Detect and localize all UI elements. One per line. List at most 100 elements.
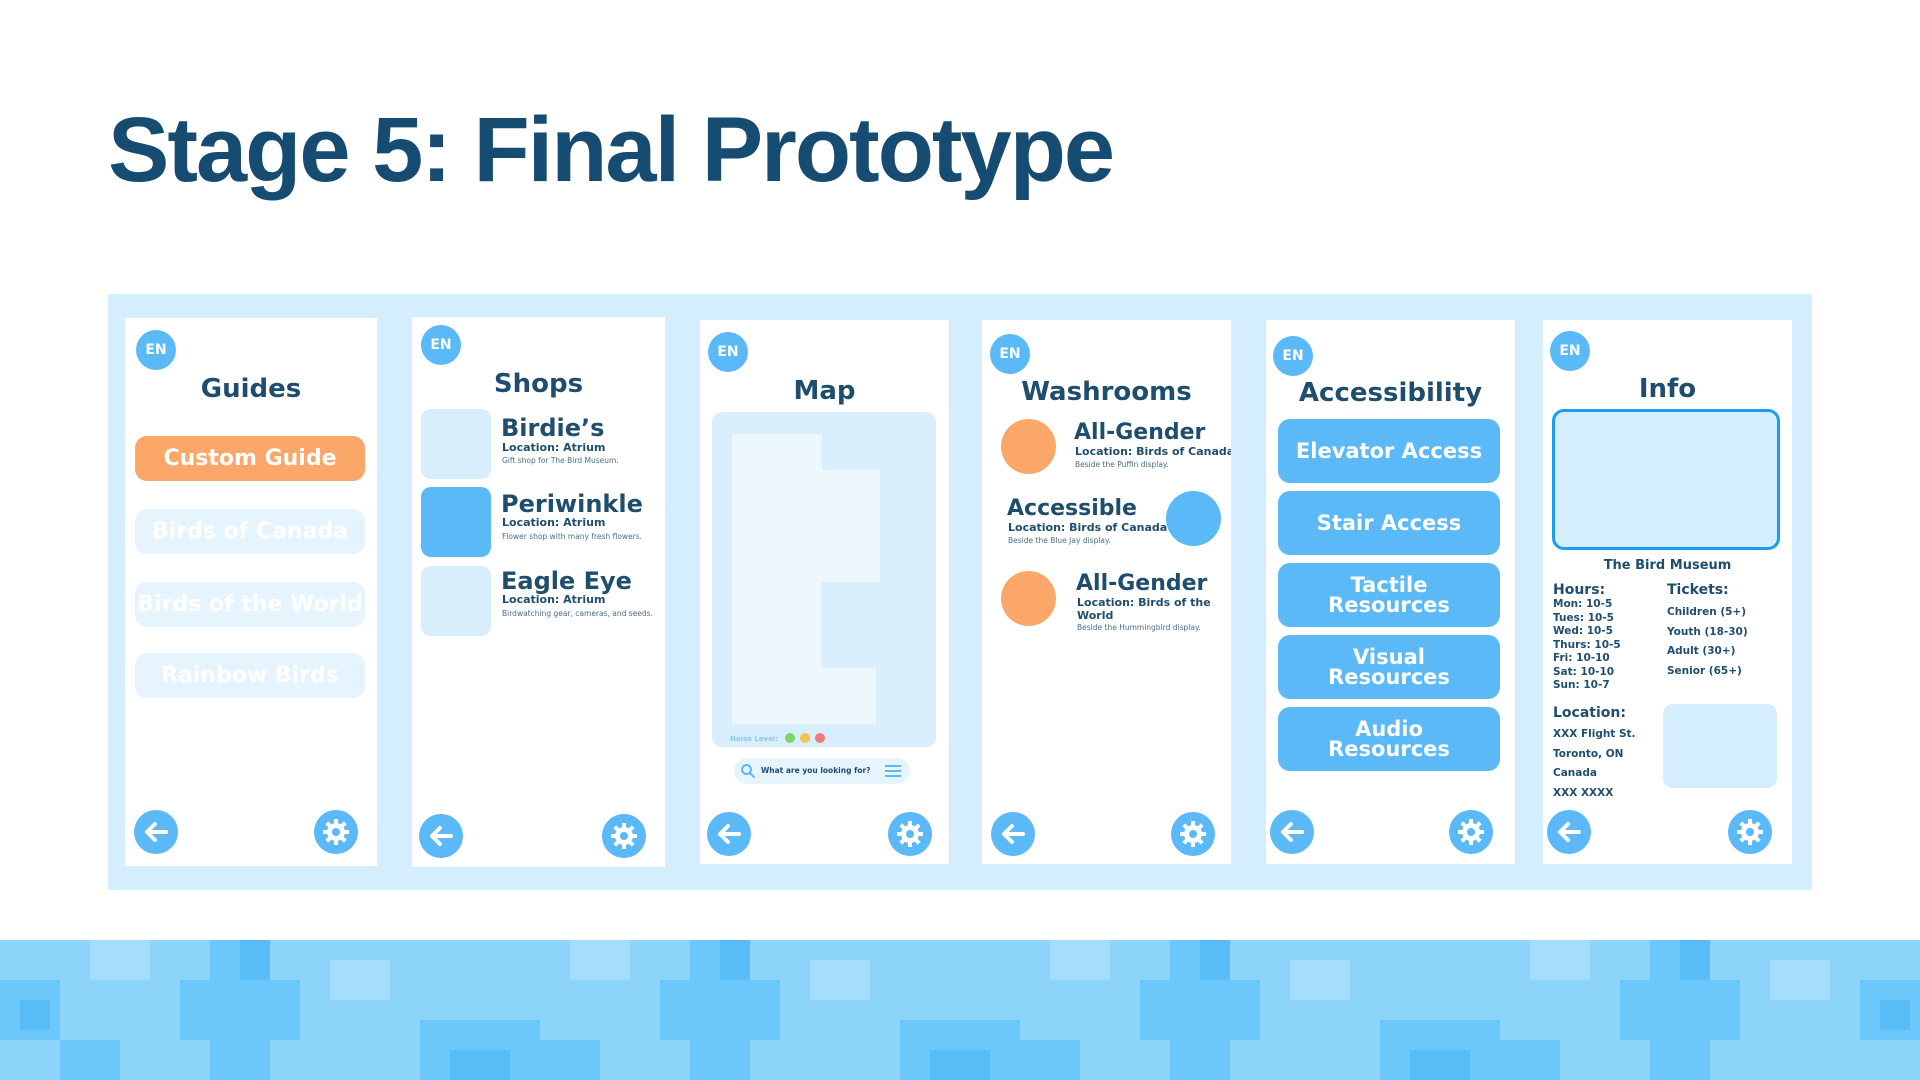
arrow-left-icon [718, 824, 741, 844]
settings-button[interactable] [888, 812, 932, 856]
screen-title: Accessibility [1298, 378, 1483, 408]
tickets-list: Children (5+) Youth (18-30) Adult (30+) … [1667, 603, 1748, 681]
map-room [820, 470, 880, 582]
washroom-description: Beside the Puffin display. [1075, 460, 1169, 469]
search-bar[interactable]: What are you looking for? [734, 758, 910, 784]
button-label: Resources [1328, 665, 1450, 689]
guide-birds-of-canada-button[interactable]: Birds of Canada [135, 509, 365, 554]
hours-row: Fri: 10-10 [1553, 652, 1610, 664]
elevator-access-button[interactable]: Elevator Access [1278, 419, 1500, 483]
shop-description: Birdwatching gear, cameras, and seeds. [502, 609, 653, 618]
guide-birds-of-world-button[interactable]: Birds of the World [135, 582, 365, 627]
settings-button[interactable] [602, 814, 646, 858]
language-button[interactable]: EN [1273, 336, 1313, 376]
arrow-left-icon [145, 822, 168, 842]
location-map-thumbnail[interactable] [1663, 704, 1777, 788]
back-button[interactable] [1547, 810, 1591, 854]
language-button[interactable]: EN [1550, 331, 1590, 371]
address-line: Canada [1553, 767, 1597, 779]
back-button[interactable] [134, 810, 178, 854]
language-button[interactable]: EN [708, 332, 748, 372]
decorative-pattern-footer [0, 940, 1920, 1080]
washroom-location: Location: Birds of Canada [1008, 521, 1168, 534]
audio-resources-button[interactable]: Audio Resources [1278, 707, 1500, 771]
shop-location: Location: Atrium [502, 441, 606, 454]
washroom-marker [1001, 419, 1056, 474]
hours-row: Mon: 10-5 [1553, 598, 1613, 610]
washroom-name[interactable]: All-Gender [1076, 571, 1208, 596]
shop-description: Flower shop with many fresh flowers. [502, 532, 643, 541]
ticket-row: Children (5+) [1667, 606, 1747, 618]
language-button[interactable]: EN [421, 325, 461, 365]
arrow-left-icon [1281, 822, 1304, 842]
map-view[interactable]: Noise Level: [712, 412, 936, 747]
screen-title: Guides [200, 374, 302, 404]
ticket-row: Youth (18-30) [1667, 625, 1748, 638]
button-label: Tactile [1350, 573, 1428, 597]
washroom-location: World [1077, 609, 1114, 622]
stair-access-button[interactable]: Stair Access [1278, 491, 1500, 555]
washroom-description: Beside the Hummingbird display. [1077, 623, 1201, 632]
noise-dot-red [815, 733, 825, 743]
guide-custom-button[interactable]: Custom Guide [135, 436, 365, 481]
shop-name[interactable]: Eagle Eye [501, 567, 632, 595]
language-button[interactable]: EN [990, 334, 1030, 374]
language-button[interactable]: EN [136, 330, 176, 370]
ticket-row: Adult (30+) [1667, 645, 1736, 657]
settings-button[interactable] [1171, 812, 1215, 856]
gear-icon [611, 823, 637, 849]
museum-image [1552, 409, 1780, 550]
washroom-name[interactable]: All-Gender [1074, 420, 1206, 445]
button-label: Audio [1355, 717, 1423, 741]
visual-resources-button[interactable]: Visual Resources [1278, 635, 1500, 699]
screen-accessibility: EN Accessibility Elevator Access Stair A… [1266, 320, 1515, 864]
screen-shops: EN Shops Birdie’s Location: Atrium Gift … [412, 317, 665, 867]
washroom-location: Location: Birds of the [1077, 596, 1211, 609]
shop-thumbnail [421, 409, 491, 479]
screen-map: EN Map Noise Level: What are you looking… [700, 320, 949, 864]
settings-button[interactable] [314, 810, 358, 854]
noise-level-label: Noise Level: [730, 735, 779, 743]
settings-button[interactable] [1728, 810, 1772, 854]
hours-row: Sun: 10-7 [1553, 679, 1610, 691]
hours-row: Wed: 10-5 [1553, 625, 1613, 637]
button-label: Elevator Access [1295, 439, 1483, 463]
shop-location: Location: Atrium [502, 593, 606, 606]
back-button[interactable] [419, 814, 463, 858]
washroom-name[interactable]: Accessible [1007, 496, 1137, 521]
museum-name: The Bird Museum [1603, 558, 1732, 573]
button-label: Resources [1328, 593, 1450, 617]
button-label: Resources [1328, 737, 1450, 761]
back-button[interactable] [707, 812, 751, 856]
menu-icon[interactable] [884, 764, 902, 778]
map-room [732, 434, 822, 724]
shop-thumbnail [421, 487, 491, 557]
shop-location: Location: Atrium [502, 516, 606, 529]
prototype-panel: EN Guides Custom Guide Birds of Canada B… [108, 294, 1812, 890]
gear-icon [323, 819, 349, 845]
back-button[interactable] [1270, 810, 1314, 854]
gear-icon [1737, 819, 1763, 845]
screen-info: EN Info The Bird Museum Hours: Mon: 10-5… [1543, 320, 1792, 864]
shop-name[interactable]: Periwinkle [501, 490, 643, 518]
shop-thumbnail [421, 566, 491, 636]
guide-rainbow-birds-button[interactable]: Rainbow Birds [135, 653, 365, 698]
screen-title: Shops [493, 369, 584, 399]
screen-title: Washrooms [1021, 377, 1192, 407]
address-line: XXX Flight St. [1553, 728, 1636, 740]
back-button[interactable] [991, 812, 1035, 856]
map-room [820, 668, 876, 724]
gear-icon [897, 821, 923, 847]
hours-heading: Hours: [1553, 582, 1606, 598]
settings-button[interactable] [1449, 810, 1493, 854]
location-heading: Location: [1553, 705, 1626, 721]
screen-washrooms: EN Washrooms All-Gender Location: Birds … [982, 320, 1231, 864]
hours-row: Sat: 10-10 [1553, 665, 1615, 678]
arrow-left-icon [1558, 822, 1581, 842]
shop-name[interactable]: Birdie’s [501, 414, 605, 442]
shop-description: Gift shop for The Bird Museum. [502, 456, 619, 465]
washroom-location: Location: Birds of Canada [1075, 445, 1231, 458]
pixel-cross-pattern [0, 940, 1920, 1080]
address-line: XXX XXXX [1553, 786, 1614, 799]
tactile-resources-button[interactable]: Tactile Resources [1278, 563, 1500, 627]
